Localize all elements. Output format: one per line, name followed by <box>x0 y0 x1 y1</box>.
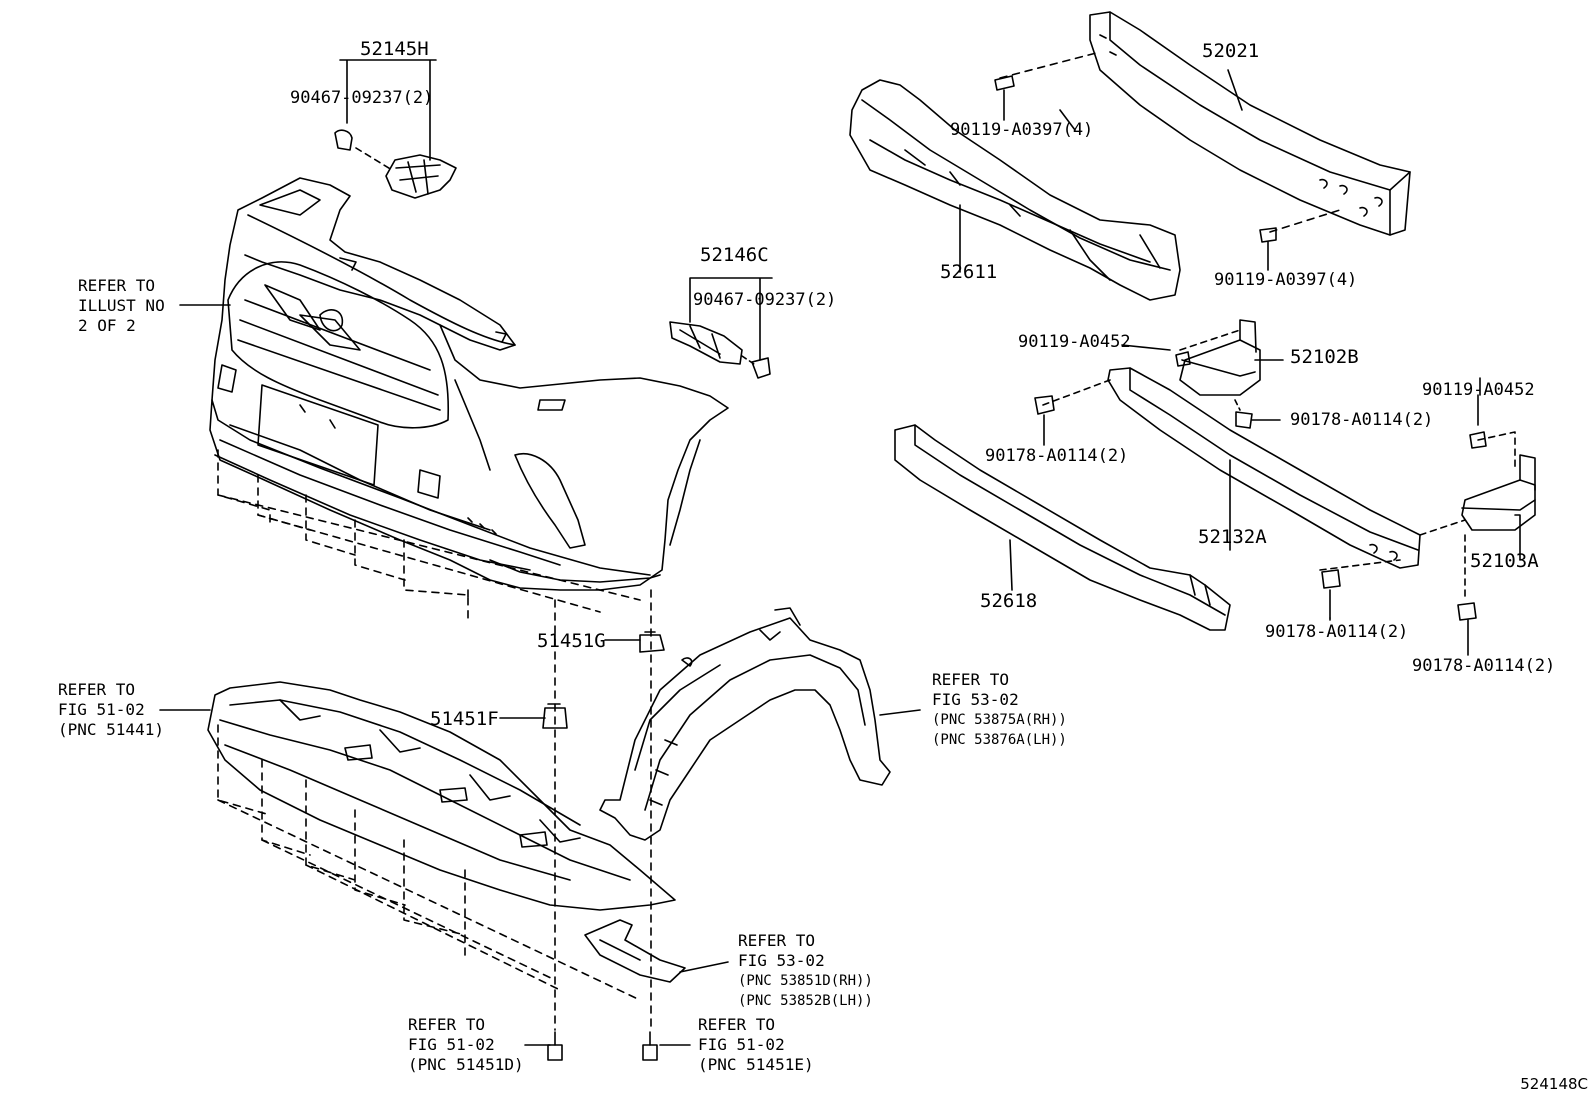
note-line: 2 OF 2 <box>78 316 136 335</box>
bumper-cover-drawing <box>209 177 729 591</box>
under-cover-drawing <box>207 681 676 911</box>
note-line: FIG 53-02 <box>738 951 825 970</box>
note-refer-fig-53-02-liner: REFER TO FIG 53-02 (PNC 53875A(RH)) (PNC… <box>932 670 1067 750</box>
note-line: (PNC 53875A(RH)) <box>932 712 1067 728</box>
fender-liner-drawing <box>599 607 891 841</box>
note-line: (PNC 53876A(LH)) <box>932 732 1067 748</box>
label-51451G: 51451G <box>537 630 606 652</box>
note-line: FIG 51-02 <box>58 700 145 719</box>
note-line: REFER TO <box>58 680 136 699</box>
note-line: (PNC 53852B(LH)) <box>738 993 873 1009</box>
label-90119-A0452-left: 90119-A0452 <box>1018 332 1131 352</box>
under-cover-dashed-guides <box>217 724 641 1001</box>
label-90119-A0397-lower: 90119-A0397(4) <box>1214 270 1358 290</box>
label-90178-A0114-a: 90178-A0114(2) <box>1290 410 1434 430</box>
reinforcement-52132A-drawing <box>1034 319 1421 569</box>
note-line: REFER TO <box>698 1015 776 1034</box>
absorber-52618-drawing <box>894 424 1231 631</box>
label-90119-A0452-right: 90119-A0452 <box>1422 380 1535 400</box>
note-line: REFER TO <box>408 1015 486 1034</box>
reinforcement-52021-drawing <box>994 11 1411 271</box>
clip-51451G-drawing <box>639 631 665 653</box>
clip-51451F-drawing <box>542 703 568 729</box>
note-line: (PNC 51441) <box>58 720 164 739</box>
bolt-51451E-drawing <box>642 1031 658 1061</box>
label-52145H: 52145H <box>360 38 429 60</box>
note-line: REFER TO <box>932 670 1010 689</box>
bumper-dashed-guides <box>217 449 652 1031</box>
note-refer-illust: REFER TO ILLUST NO 2 OF 2 <box>78 276 165 336</box>
label-51451F: 51451F <box>430 708 499 730</box>
label-52103A: 52103A <box>1470 550 1539 572</box>
leader-lines <box>159 109 1481 1046</box>
note-refer-fig-51-02-bolt-d: REFER TO FIG 51-02 (PNC 51451D) <box>408 1015 524 1075</box>
label-52618: 52618 <box>980 590 1038 612</box>
label-90178-A0114-d: 90178-A0114(2) <box>1412 656 1556 676</box>
note-line: (PNC 51451D) <box>408 1055 524 1074</box>
bracket-52103A-drawing <box>1319 394 1536 656</box>
label-52611: 52611 <box>940 261 998 283</box>
note-line: FIG 51-02 <box>698 1035 785 1054</box>
note-line: ILLUST NO <box>78 296 165 315</box>
label-52021: 52021 <box>1202 40 1260 62</box>
illustration-reference-code: 524148C <box>1520 1075 1588 1093</box>
note-refer-fig-53-02-seal: REFER TO FIG 53-02 (PNC 53851D(RH)) (PNC… <box>738 931 873 1011</box>
note-line: (PNC 51451E) <box>698 1055 814 1074</box>
label-90178-A0114-b: 90178-A0114(2) <box>985 446 1129 466</box>
label-52146C: 52146C <box>700 244 769 266</box>
bracket-52145H-drawing <box>334 59 457 199</box>
label-90467-09237-upper: 90467-09237(2) <box>290 88 434 108</box>
note-refer-fig-51-02-bolt-e: REFER TO FIG 51-02 (PNC 51451E) <box>698 1015 814 1075</box>
note-line: FIG 53-02 <box>932 690 1019 709</box>
note-line: FIG 51-02 <box>408 1035 495 1054</box>
bolt-51451D-drawing <box>547 1031 563 1061</box>
label-52132A: 52132A <box>1198 526 1267 548</box>
label-90467-09237-lower: 90467-09237(2) <box>693 290 837 310</box>
bracket-52146C-drawing <box>669 277 773 379</box>
note-line: (PNC 53851D(RH)) <box>738 973 873 989</box>
note-line: REFER TO <box>78 276 156 295</box>
seal-bracket-drawing <box>584 919 686 983</box>
label-90178-A0114-c: 90178-A0114(2) <box>1265 622 1409 642</box>
label-90119-A0397-upper: 90119-A0397(4) <box>950 120 1094 140</box>
note-refer-fig-51-02-under-cover: REFER TO FIG 51-02 (PNC 51441) <box>58 680 164 740</box>
note-line: REFER TO <box>738 931 816 950</box>
label-52102B: 52102B <box>1290 346 1359 368</box>
absorber-52611-drawing <box>849 79 1181 301</box>
